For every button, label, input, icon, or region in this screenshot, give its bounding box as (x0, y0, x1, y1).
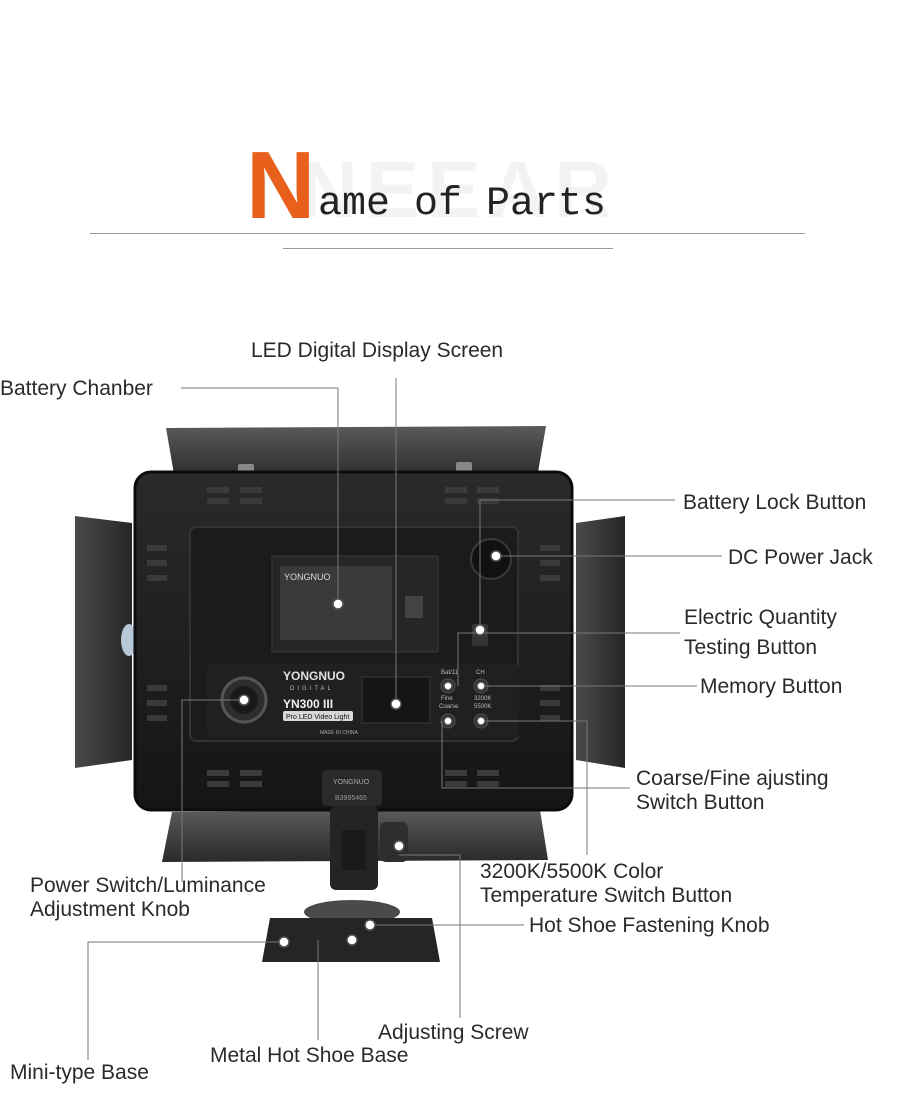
label-power-switch-2: Adjustment Knob (30, 898, 190, 921)
made-in-text: MADE IN CHINA (320, 730, 358, 736)
panel-brand-text: YONGNUO (283, 669, 345, 683)
title-watermark: NEEAR (300, 145, 621, 234)
leader-lines (87, 378, 722, 1060)
model-sub-text: Pro LED Video Light (286, 714, 349, 721)
label-color-temp-2: Temperature Switch Button (480, 884, 733, 907)
label-battery-chamber: Battery Chanber (0, 377, 153, 400)
label-dc-power: DC Power Jack (728, 546, 873, 569)
model-text: YN300 III (283, 697, 333, 711)
control-panel: YONGNUO DIGITAL YN300 III Pro LED Video … (207, 664, 519, 738)
btn-label-3200: 3200K (474, 696, 491, 702)
label-metal-hot-shoe: Metal Hot Shoe Base (210, 1044, 409, 1067)
leader-dots (238, 550, 502, 948)
serial-text: B3995465 (335, 795, 367, 802)
adjusting-screw-knob[interactable] (380, 822, 408, 862)
btn-label-bat: Bat/11 (441, 670, 459, 676)
label-hot-shoe-knob: Hot Shoe Fastening Knob (529, 914, 770, 937)
panel-brand-sub: DIGITAL (290, 686, 334, 692)
label-coarse-fine-2: Switch Button (636, 791, 765, 814)
battery-chamber: YONGNUO (271, 555, 439, 653)
title-rule-long (90, 233, 805, 234)
title-text: ame of Parts (318, 182, 607, 227)
title-initial: N (246, 132, 315, 239)
btn-label-fine: Fine (441, 696, 453, 702)
dc-power-jack[interactable] (470, 538, 512, 580)
label-power-switch-1: Power Switch/Luminance (30, 874, 266, 897)
label-battery-lock: Battery Lock Button (683, 491, 867, 514)
title-rule-short (283, 248, 613, 249)
btn-label-5500: 5500K (474, 704, 491, 710)
label-mini-base: Mini-type Base (10, 1061, 149, 1084)
barn-door-left (75, 516, 137, 768)
label-adjusting-screw: Adjusting Screw (378, 1021, 529, 1044)
label-coarse-fine-1: Coarse/Fine ajusting (636, 767, 829, 790)
btn-label-ch: CH (476, 670, 485, 676)
btn-label-coarse: Coarse (439, 704, 459, 710)
barn-door-right (576, 516, 625, 768)
label-led-display: LED Digital Display Screen (251, 339, 504, 362)
battery-brand-text: YONGNUO (284, 572, 331, 582)
label-memory-button: Memory Button (700, 675, 843, 698)
label-electric-quantity-1: Electric Quantity (684, 606, 837, 629)
page-header: NEEAR N ame of Parts (0, 0, 900, 260)
label-color-temp-1: 3200K/5500K Color (480, 860, 664, 883)
mount-brand-text: YONGNUO (333, 779, 370, 786)
label-electric-quantity-2: Testing Button (684, 636, 818, 659)
